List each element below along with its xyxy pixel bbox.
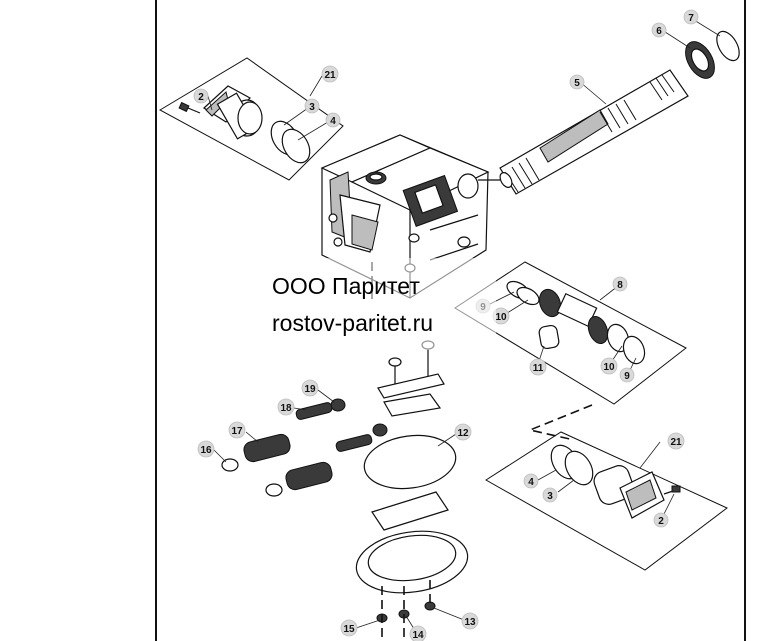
svg-text:2: 2 <box>198 92 204 103</box>
group-8 <box>454 261 687 405</box>
callout-5: 5 <box>569 74 585 90</box>
watermark-company: ООО Паритет <box>272 273 420 299</box>
svg-text:2: 2 <box>658 516 664 527</box>
bottom-cover <box>355 491 469 641</box>
callout-4-top: 4 <box>325 112 341 128</box>
svg-text:16: 16 <box>200 445 212 456</box>
callout-9-lower: 9 <box>619 367 635 383</box>
svg-text:18: 18 <box>280 403 292 414</box>
svg-text:14: 14 <box>412 630 424 641</box>
valve-parts <box>221 340 457 497</box>
svg-text:4: 4 <box>330 116 336 127</box>
callout-21-top: 21 <box>321 65 339 83</box>
svg-text:17: 17 <box>231 426 243 437</box>
callout-3-bottom: 3 <box>542 487 558 503</box>
callout-17: 17 <box>228 421 246 439</box>
svg-text:21: 21 <box>324 70 336 81</box>
callout-11: 11 <box>529 358 547 376</box>
callout-7: 7 <box>683 9 699 25</box>
svg-text:3: 3 <box>309 102 315 113</box>
callout-21-bottom: 21 <box>667 432 685 450</box>
svg-text:8: 8 <box>617 280 623 291</box>
svg-text:13: 13 <box>464 617 476 628</box>
callout-2-top: 2 <box>193 88 209 104</box>
callout-4-bottom: 4 <box>523 473 539 489</box>
svg-text:10: 10 <box>603 362 615 373</box>
svg-text:6: 6 <box>656 26 662 37</box>
gearbox-housing <box>320 134 490 299</box>
svg-text:4: 4 <box>528 477 534 488</box>
svg-text:5: 5 <box>574 78 580 89</box>
callout-13: 13 <box>461 612 479 630</box>
shaft-assembly <box>478 30 740 195</box>
callout-3-top: 3 <box>304 98 320 114</box>
callout-12: 12 <box>454 423 472 441</box>
svg-text:10: 10 <box>495 312 507 323</box>
callout-10-lower: 10 <box>600 357 618 375</box>
watermark-url: rostov-paritet.ru <box>272 310 433 336</box>
svg-text:11: 11 <box>533 363 544 374</box>
dashed-link-right <box>527 404 593 441</box>
svg-text:7: 7 <box>688 13 694 24</box>
svg-text:15: 15 <box>343 624 355 635</box>
callout-15: 15 <box>340 619 358 637</box>
svg-text:12: 12 <box>457 428 469 439</box>
callout-8: 8 <box>612 276 628 292</box>
callout-19: 19 <box>301 379 319 397</box>
svg-text:21: 21 <box>670 437 682 448</box>
group-21-top <box>158 57 344 181</box>
watermark-background <box>246 258 496 350</box>
group-21-bottom <box>485 431 728 571</box>
callout-14: 14 <box>409 625 427 641</box>
svg-text:19: 19 <box>304 384 316 395</box>
callout-18: 18 <box>277 398 295 416</box>
callout-2-bottom: 2 <box>653 512 669 528</box>
svg-text:9: 9 <box>624 371 630 382</box>
callout-6: 6 <box>651 22 667 38</box>
svg-text:3: 3 <box>547 491 553 502</box>
callout-16: 16 <box>197 440 215 458</box>
